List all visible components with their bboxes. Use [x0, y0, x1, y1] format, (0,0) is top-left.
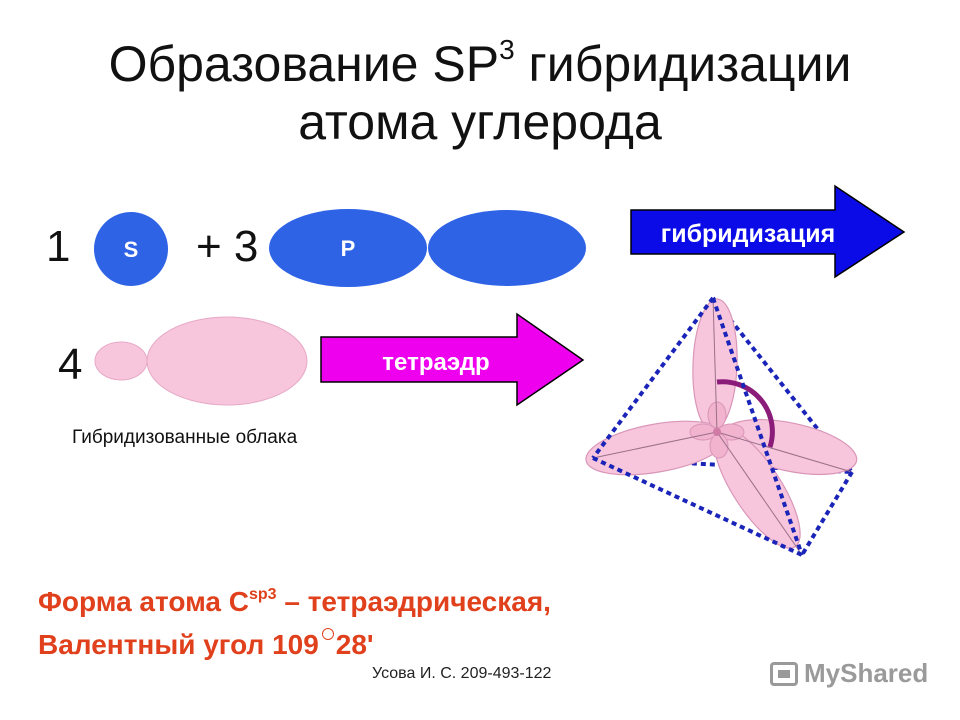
conclusion-shape-line: Форма атома Сsp3 – тетраэдрическая,: [38, 586, 551, 617]
s-orbital-label: S: [124, 237, 139, 262]
presentation-screen-icon: [770, 662, 798, 686]
hybridization-arrow: гибридизация: [630, 184, 906, 279]
p-orbital-count: + 3: [196, 222, 259, 271]
author-footer: Усова И. С. 209-493-122: [372, 665, 552, 682]
p-orbital: P: [269, 209, 586, 287]
myshared-logo[interactable]: MyShared: [770, 658, 928, 689]
tetrahedron-arrow: тетраэдр: [320, 312, 585, 407]
title-line-1: Образование SP3 гибридизации: [108, 34, 852, 92]
p-orbital-label: P: [341, 236, 356, 261]
s-orbital-count: 1: [46, 222, 71, 271]
tetrahedron-arrow-label: тетраэдр: [382, 349, 489, 376]
s-orbital: S: [94, 212, 168, 286]
hybridization-arrow-label: гибридизация: [661, 220, 835, 248]
title-line-2: атома углерода: [298, 93, 662, 150]
hybrid-orbitals-caption: Гибридизованные облака: [72, 427, 298, 448]
degree-icon: [321, 628, 334, 640]
tetrahedron-model: [585, 296, 858, 557]
slide-title: Образование SP3 гибридизации атома углер…: [0, 34, 960, 151]
hybrid-orbital-count: 4: [58, 340, 83, 389]
hybrid-orbital: [94, 316, 308, 406]
